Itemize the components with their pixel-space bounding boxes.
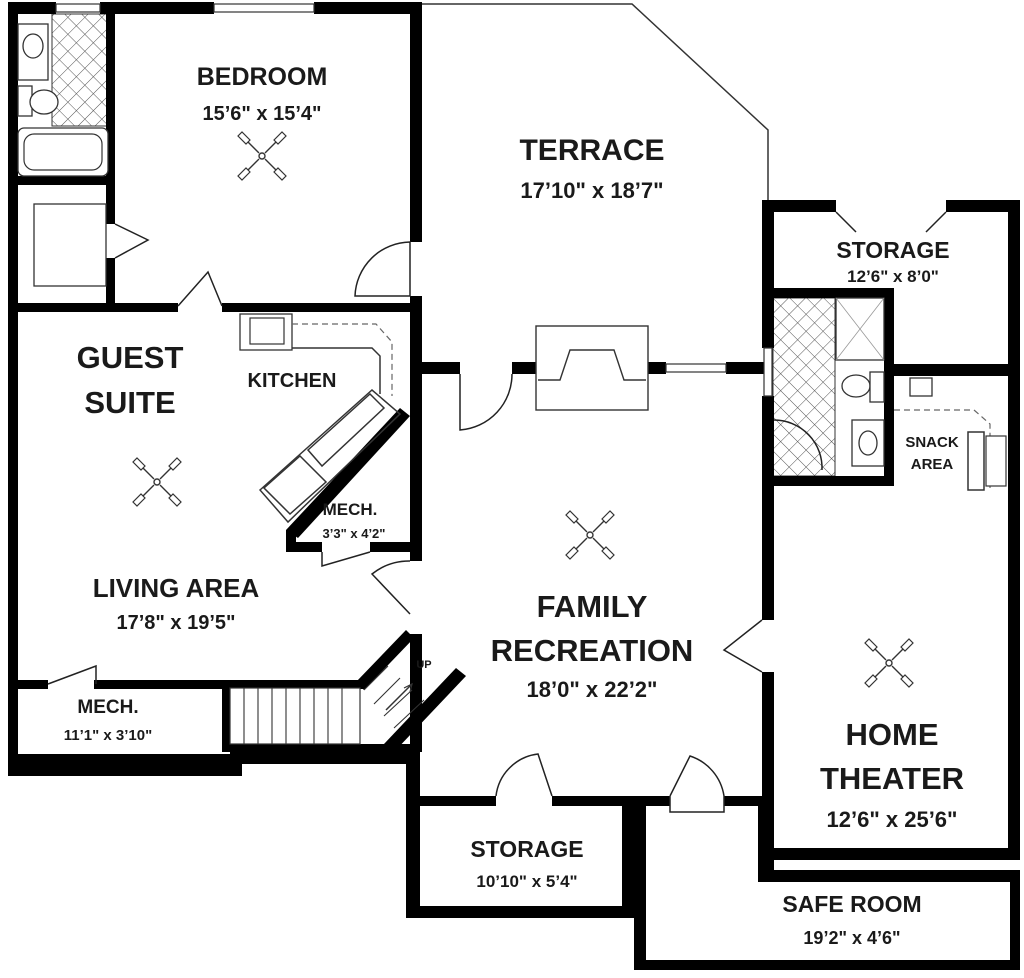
kitchen-name: KITCHEN [248,370,337,392]
living-dim: 17’8" x 19’5" [116,612,235,634]
bath-fixtures-right [773,297,885,471]
ceiling-fan-icon [864,638,914,688]
bath-fixtures-left [17,23,109,287]
mech-small-name: MECH. [323,500,378,519]
mech-large-dim: 11’1" x 3’10" [64,727,152,744]
stair-up-label: UP [416,659,431,671]
door-swing-icon [459,373,513,431]
kitchen-counters [239,313,1007,524]
terrace-dim: 17’10" x 18’7" [520,178,663,203]
door-swing-icon [495,753,553,797]
storage-bottom-name: STORAGE [470,836,583,862]
door-swing-icon [669,755,725,813]
guest-suite-line1: GUEST [77,340,184,375]
sink-icon [249,317,285,345]
family-dim: 18’0" x 22’2" [527,677,658,702]
storage-bottom-dim: 10’10" x 5’4" [476,872,577,891]
home-theater-line1: HOME [846,717,939,752]
windows [55,3,773,397]
sink-icon [22,33,44,59]
bath-tile-floor-right [772,297,836,477]
storage-top-dim: 12’6" x 8’0" [847,267,939,286]
door-swing-icon [47,664,97,685]
ceiling-fan-icon [237,131,287,181]
mech-small-dim: 3’3" x 4’2" [323,526,386,541]
door-swing-icon [370,560,411,615]
door-swing-icon [354,241,411,297]
home-theater-dim: 12’6" x 25’6" [827,807,958,832]
terrace-name: TERRACE [519,134,664,167]
door-swing-icon [177,270,223,307]
toilet-icon [841,374,871,398]
living-name: LIVING AREA [93,573,260,603]
family-line2: RECREATION [491,633,694,668]
mech-large-name: MECH. [77,697,138,718]
guest-suite-line2: SUITE [84,385,175,420]
door-swing-icon [722,619,763,673]
safe-room-dim: 19’2" x 4’6" [803,928,900,948]
fireplace-icon [535,325,649,411]
door-swing-icon [114,223,150,259]
stairs-icon [229,665,425,745]
home-theater-line2: THEATER [820,761,964,796]
door-swing-icon [835,211,947,233]
ceiling-fan-icon [565,510,615,560]
bedroom-dim: 15’6" x 15’4" [202,103,321,125]
toilet-icon [29,89,59,115]
doors [47,211,947,813]
family-line1: FAMILY [537,589,648,624]
door-swing-icon [321,551,371,567]
sink-icon [858,430,878,456]
bedroom-name: BEDROOM [197,63,328,91]
ceiling-fan-icon [132,457,182,507]
snack-line1: SNACK [905,434,959,451]
storage-top-name: STORAGE [836,237,949,263]
bath-tile-floor-left [51,13,111,127]
terrace-outline [422,3,769,200]
safe-room-name: SAFE ROOM [782,891,921,917]
walls [8,2,1020,970]
snack-line2: AREA [911,456,954,473]
